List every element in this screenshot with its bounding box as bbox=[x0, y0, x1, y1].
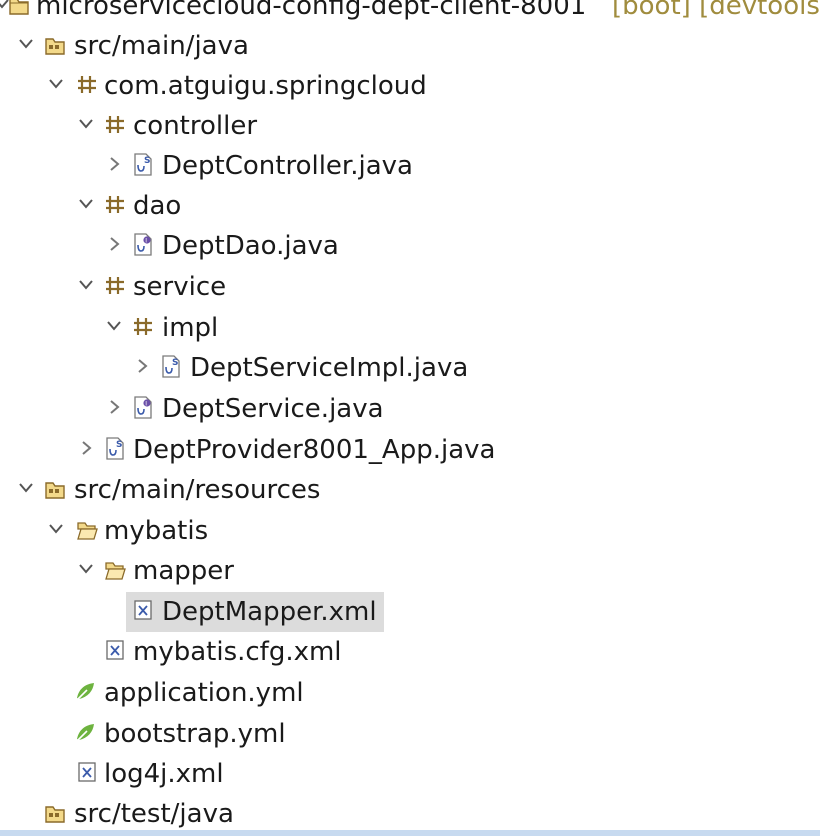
tree-row[interactable]: controller bbox=[0, 106, 820, 146]
tree-item-label: src/main/java bbox=[74, 31, 249, 61]
java-class-file-icon: S bbox=[162, 355, 180, 378]
svg-text:I: I bbox=[145, 238, 147, 245]
tree-item-label: DeptProvider8001_App.java bbox=[133, 435, 496, 465]
tree-row[interactable]: dao bbox=[0, 186, 820, 226]
svg-text:S: S bbox=[116, 440, 122, 450]
tree-row-project[interactable]: microservicecloud-config-dept-client-800… bbox=[0, 0, 820, 26]
chevron-down-icon[interactable] bbox=[0, 0, 12, 16]
tree-item-label: bootstrap.yml bbox=[104, 719, 286, 749]
chevron-down-icon[interactable] bbox=[76, 192, 96, 216]
tree-row[interactable]: bootstrap.yml bbox=[0, 714, 820, 754]
tree-item-label: impl bbox=[162, 313, 219, 343]
tree-row-selected[interactable]: DeptMapper.xml bbox=[0, 592, 820, 632]
scrollbar-edge bbox=[0, 830, 820, 836]
tree-row[interactable]: src/main/resources bbox=[0, 470, 820, 510]
tree-item-label: DeptMapper.xml bbox=[162, 597, 377, 627]
project-folder-icon bbox=[9, 0, 29, 15]
chevron-down-icon[interactable] bbox=[76, 273, 96, 297]
xml-file-icon bbox=[134, 600, 152, 620]
project-name: microservicecloud-config-dept-client-800… bbox=[36, 0, 587, 21]
tree-row[interactable]: S DeptController.java bbox=[0, 146, 820, 186]
tree-item-label: mybatis bbox=[104, 516, 209, 546]
chevron-right-icon[interactable] bbox=[76, 436, 96, 460]
package-icon bbox=[106, 196, 124, 213]
folder-open-icon bbox=[105, 562, 126, 580]
java-interface-file-icon: I bbox=[134, 233, 152, 256]
tree-item-label: com.atguigu.springcloud bbox=[104, 71, 427, 101]
tree-item-label: dao bbox=[133, 191, 182, 221]
package-icon bbox=[78, 76, 96, 93]
tree-row[interactable]: I DeptDao.java bbox=[0, 226, 820, 266]
tree-item-label: src/main/resources bbox=[74, 475, 321, 505]
package-icon bbox=[106, 277, 124, 294]
tree-row[interactable]: impl bbox=[0, 308, 820, 348]
svg-text:I: I bbox=[145, 401, 147, 408]
tree-item-label: src/test/java bbox=[74, 799, 234, 829]
source-folder-icon bbox=[45, 482, 65, 499]
selection-highlight bbox=[126, 592, 384, 632]
java-class-file-icon: S bbox=[134, 153, 152, 176]
tree-item-label: application.yml bbox=[104, 678, 304, 708]
tree-row[interactable]: application.yml bbox=[0, 673, 820, 713]
chevron-right-icon[interactable] bbox=[104, 152, 124, 176]
tree-row[interactable]: S DeptServiceImpl.java bbox=[0, 348, 820, 388]
tree-item-label: mapper bbox=[133, 556, 234, 586]
spring-yml-file-icon bbox=[77, 724, 94, 741]
chevron-down-icon[interactable] bbox=[16, 32, 36, 56]
source-folder-icon bbox=[45, 806, 65, 823]
chevron-right-icon[interactable] bbox=[104, 232, 124, 256]
chevron-right-icon[interactable] bbox=[132, 354, 152, 378]
svg-text:S: S bbox=[144, 156, 150, 166]
tree-item-label: DeptDao.java bbox=[162, 231, 339, 261]
package-icon bbox=[134, 318, 152, 335]
package-icon bbox=[106, 116, 124, 133]
source-folder-icon bbox=[45, 38, 65, 55]
spring-yml-file-icon bbox=[77, 683, 94, 700]
tree-item-label: DeptService.java bbox=[162, 394, 384, 424]
tree-row[interactable]: mybatis bbox=[0, 511, 820, 551]
tree-row[interactable]: mapper bbox=[0, 551, 820, 591]
tree-row[interactable]: src/main/java bbox=[0, 26, 820, 66]
chevron-right-icon[interactable] bbox=[104, 395, 124, 419]
java-class-file-icon: S bbox=[106, 437, 124, 460]
tree-row[interactable]: com.atguigu.springcloud bbox=[0, 66, 820, 106]
chevron-down-icon[interactable] bbox=[46, 72, 66, 96]
project-decoration: [boot] [devtools bbox=[612, 0, 820, 21]
chevron-down-icon[interactable] bbox=[76, 557, 96, 581]
tree-item-label: controller bbox=[133, 111, 258, 141]
xml-file-icon bbox=[106, 640, 124, 660]
chevron-down-icon[interactable] bbox=[76, 112, 96, 136]
tree-item-label: mybatis.cfg.xml bbox=[133, 637, 342, 667]
tree-row[interactable]: S DeptProvider8001_App.java bbox=[0, 430, 820, 470]
chevron-down-icon[interactable] bbox=[46, 517, 66, 541]
java-interface-file-icon: I bbox=[134, 396, 152, 419]
folder-open-icon bbox=[77, 522, 98, 540]
tree-row[interactable]: mybatis.cfg.xml bbox=[0, 632, 820, 672]
chevron-down-icon[interactable] bbox=[16, 476, 36, 500]
tree-item-label: DeptServiceImpl.java bbox=[190, 353, 469, 383]
tree-row[interactable]: src/test/java bbox=[0, 794, 820, 834]
chevron-down-icon[interactable] bbox=[104, 314, 124, 338]
xml-file-icon bbox=[78, 762, 96, 782]
tree-row[interactable]: service bbox=[0, 267, 820, 307]
svg-text:S: S bbox=[172, 358, 178, 368]
tree-row[interactable]: I DeptService.java bbox=[0, 389, 820, 429]
tree-item-label: log4j.xml bbox=[104, 759, 224, 789]
tree-item-label: DeptController.java bbox=[162, 151, 413, 181]
tree-row[interactable]: log4j.xml bbox=[0, 754, 820, 794]
tree-item-label: service bbox=[133, 272, 227, 302]
